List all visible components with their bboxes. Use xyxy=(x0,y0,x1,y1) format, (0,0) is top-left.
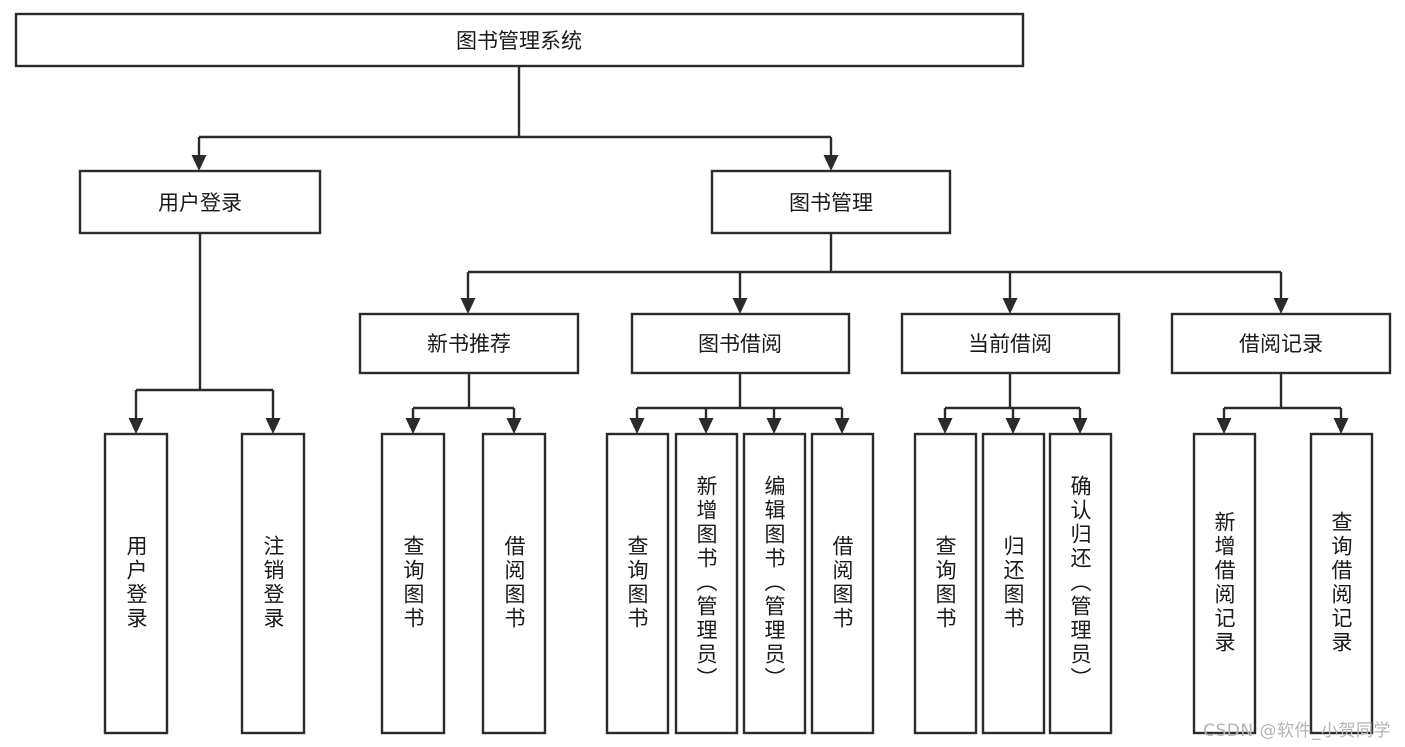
arrow-icon xyxy=(128,418,144,434)
leaf-borrow-records-query[interactable]: 查询借阅记录 xyxy=(1309,432,1374,735)
leaf-box[interactable] xyxy=(674,432,739,735)
arrow-icon xyxy=(1216,418,1232,434)
leaf-new-book-borrow[interactable]: 借阅图书 xyxy=(481,432,547,735)
node-book-management[interactable]: 图书管理 xyxy=(710,169,952,235)
leaf-label: 确认归还（管理员） xyxy=(1068,475,1092,691)
leaf-box[interactable] xyxy=(380,432,446,735)
leaf-box[interactable] xyxy=(981,432,1046,735)
arrow-icon xyxy=(265,418,281,434)
leaf-label: 查询借阅记录 xyxy=(1329,511,1353,655)
node-user-login[interactable]: 用户登录 xyxy=(78,169,322,235)
arrow-icon xyxy=(1005,418,1021,434)
leaf-new-book-query[interactable]: 查询图书 xyxy=(380,432,446,735)
arrow-icon xyxy=(629,418,645,434)
leaf-label: 查询图书 xyxy=(933,535,957,631)
arrow-icon xyxy=(1002,298,1018,314)
leaf-borrow-records-add[interactable]: 新增借阅记录 xyxy=(1192,432,1257,735)
arrow-icon xyxy=(405,418,421,434)
connector-book-management-to-level2 xyxy=(460,233,1289,314)
connector-borrow-records-to-leaves xyxy=(1216,373,1349,434)
user-login-box[interactable] xyxy=(78,169,322,235)
leaf-label: 编辑图书（管理员） xyxy=(762,475,786,691)
leaf-box[interactable] xyxy=(605,432,670,735)
node-book-borrow[interactable]: 图书借阅 xyxy=(630,312,851,375)
leaf-current-borrow-confirm[interactable]: 确认归还（管理员） xyxy=(1048,432,1113,735)
arrow-icon xyxy=(1072,418,1088,434)
leaf-book-borrow-query[interactable]: 查询图书 xyxy=(605,432,670,735)
root-box[interactable] xyxy=(14,12,1025,68)
leaf-label: 查询图书 xyxy=(625,535,649,631)
leaf-label: 新增图书（管理员） xyxy=(694,475,718,691)
leaf-label: 借阅图书 xyxy=(830,535,854,631)
arrow-icon xyxy=(506,418,522,434)
current-borrow-label: 当前借阅 xyxy=(968,332,1052,356)
book-borrow-label: 图书借阅 xyxy=(698,332,782,356)
leaf-user-login-login[interactable]: 用户登录 xyxy=(103,432,169,735)
leaf-book-borrow-borrow[interactable]: 借阅图书 xyxy=(810,432,875,735)
arrow-icon xyxy=(732,298,748,314)
leaf-box[interactable] xyxy=(913,432,978,735)
leaf-current-borrow-query[interactable]: 查询图书 xyxy=(913,432,978,735)
leaf-box[interactable] xyxy=(1192,432,1257,735)
leaf-label: 查询图书 xyxy=(401,535,425,631)
leaf-user-login-logout[interactable]: 注销登录 xyxy=(240,432,306,735)
node-root[interactable]: 图书管理系统 xyxy=(14,12,1025,68)
connector-new-book-recommend-to-leaves xyxy=(405,373,522,434)
connector-current-borrow-to-leaves xyxy=(937,373,1088,434)
leaf-book-borrow-edit[interactable]: 编辑图书（管理员） xyxy=(742,432,807,735)
user-login-label: 用户登录 xyxy=(158,191,242,215)
node-borrow-records[interactable]: 借阅记录 xyxy=(1170,312,1392,375)
book-management-label: 图书管理 xyxy=(789,191,873,215)
leaf-box[interactable] xyxy=(240,432,306,735)
new-book-recommend-box[interactable] xyxy=(358,312,580,375)
arrow-icon xyxy=(698,418,714,434)
leaf-label: 用户登录 xyxy=(124,535,148,631)
connector-book-borrow-to-leaves xyxy=(629,373,850,434)
borrow-records-label: 借阅记录 xyxy=(1239,332,1323,356)
leaf-box[interactable] xyxy=(810,432,875,735)
connector-root-to-level1 xyxy=(191,66,839,171)
node-new-book-recommend[interactable]: 新书推荐 xyxy=(358,312,580,375)
arrow-icon xyxy=(460,298,476,314)
arrow-icon xyxy=(191,155,207,171)
arrow-icon xyxy=(823,155,839,171)
new-book-recommend-label: 新书推荐 xyxy=(427,332,511,356)
root-label: 图书管理系统 xyxy=(456,29,582,53)
connector-user-login-to-leaves xyxy=(128,233,281,434)
arrow-icon xyxy=(766,418,782,434)
arrow-icon xyxy=(937,418,953,434)
current-borrow-box[interactable] xyxy=(900,312,1121,375)
leaf-book-borrow-add[interactable]: 新增图书（管理员） xyxy=(674,432,739,735)
leaf-box[interactable] xyxy=(1048,432,1113,735)
arrow-icon xyxy=(834,418,850,434)
leaf-label: 借阅图书 xyxy=(502,535,526,631)
leaf-box[interactable] xyxy=(481,432,547,735)
leaf-box[interactable] xyxy=(1309,432,1374,735)
arrow-icon xyxy=(1273,298,1289,314)
leaf-label: 新增借阅记录 xyxy=(1212,511,1236,655)
leaf-label: 归还图书 xyxy=(1001,535,1025,631)
leaf-box[interactable] xyxy=(742,432,807,735)
leaf-current-borrow-return[interactable]: 归还图书 xyxy=(981,432,1046,735)
leaf-label: 注销登录 xyxy=(261,535,285,631)
arrow-icon xyxy=(1333,418,1349,434)
node-current-borrow[interactable]: 当前借阅 xyxy=(900,312,1121,375)
leaf-box[interactable] xyxy=(103,432,169,735)
